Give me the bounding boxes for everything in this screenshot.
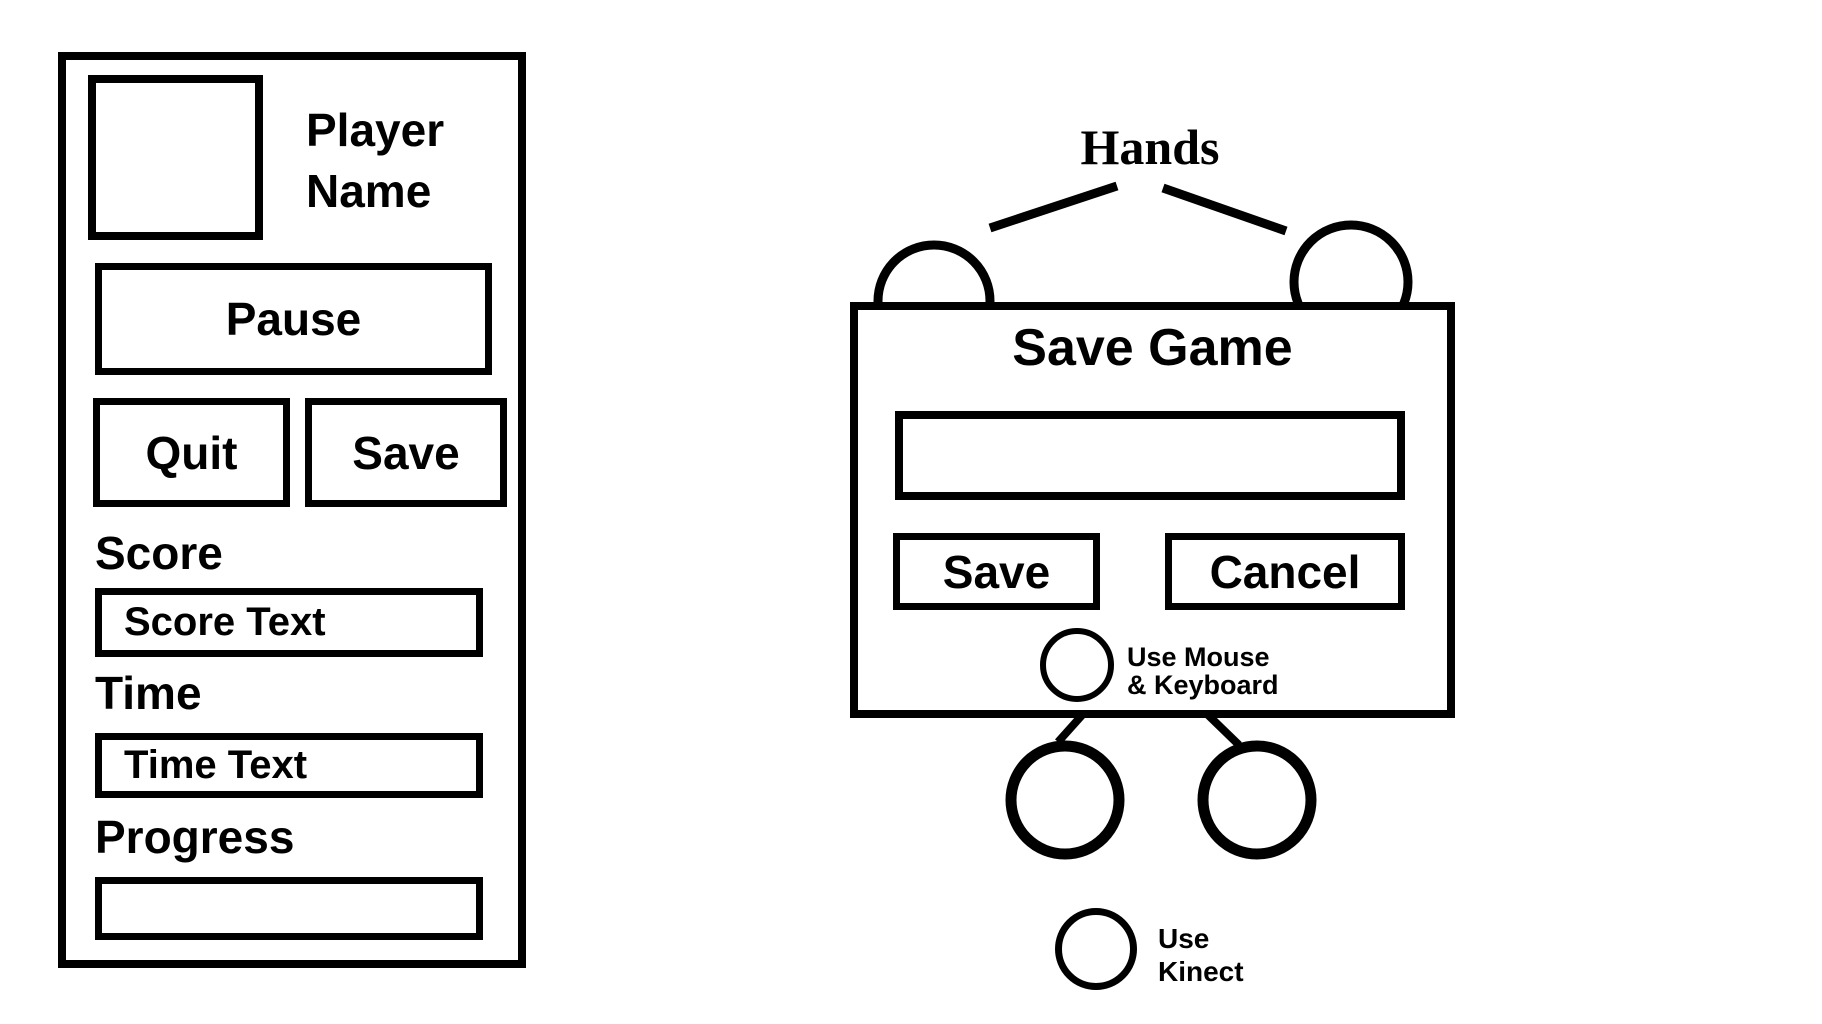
dialog-cancel-button[interactable]: Cancel xyxy=(1165,533,1405,610)
bottom-right-hand-circle xyxy=(1197,740,1317,860)
player-name-label: Player Name xyxy=(306,104,445,217)
hands-pointer-line-right xyxy=(1161,183,1288,236)
player-avatar-box xyxy=(88,75,263,240)
quit-button[interactable]: Quit xyxy=(93,398,290,507)
hands-annotation-label: Hands xyxy=(1080,119,1220,175)
progress-bar-box xyxy=(95,877,483,940)
hand-connector-line-right xyxy=(1203,710,1242,748)
save-game-dialog: Save Game Save Cancel Use Mouse & Keyboa… xyxy=(850,302,1455,718)
radio-label-line2: & Keyboard xyxy=(1127,670,1279,700)
radio-label-line1: Use Mouse xyxy=(1127,642,1270,672)
pause-button[interactable]: Pause xyxy=(95,263,492,375)
kinect-radio-label: Use Kinect xyxy=(1158,922,1244,988)
save-name-input[interactable] xyxy=(895,411,1405,500)
kinect-label-line1: Use xyxy=(1158,923,1210,954)
kinect-label-line2: Kinect xyxy=(1158,956,1244,987)
time-value-box: Time Text xyxy=(95,733,483,798)
hud-panel: Player Name Pause Quit Save Score Score … xyxy=(58,52,526,968)
kinect-radio[interactable] xyxy=(1055,908,1137,990)
hands-pointer-line-left xyxy=(988,181,1119,233)
time-label: Time xyxy=(95,667,202,719)
dialog-save-button[interactable]: Save xyxy=(893,533,1100,610)
mouse-keyboard-radio[interactable] xyxy=(1040,628,1114,702)
save-button[interactable]: Save xyxy=(305,398,507,507)
progress-label: Progress xyxy=(95,811,295,863)
score-value-box: Score Text xyxy=(95,588,483,657)
score-label: Score xyxy=(95,527,223,579)
dialog-title: Save Game xyxy=(1012,319,1293,377)
bottom-left-hand-circle xyxy=(1005,740,1125,860)
mouse-keyboard-radio-label: Use Mouse & Keyboard xyxy=(1127,643,1279,699)
